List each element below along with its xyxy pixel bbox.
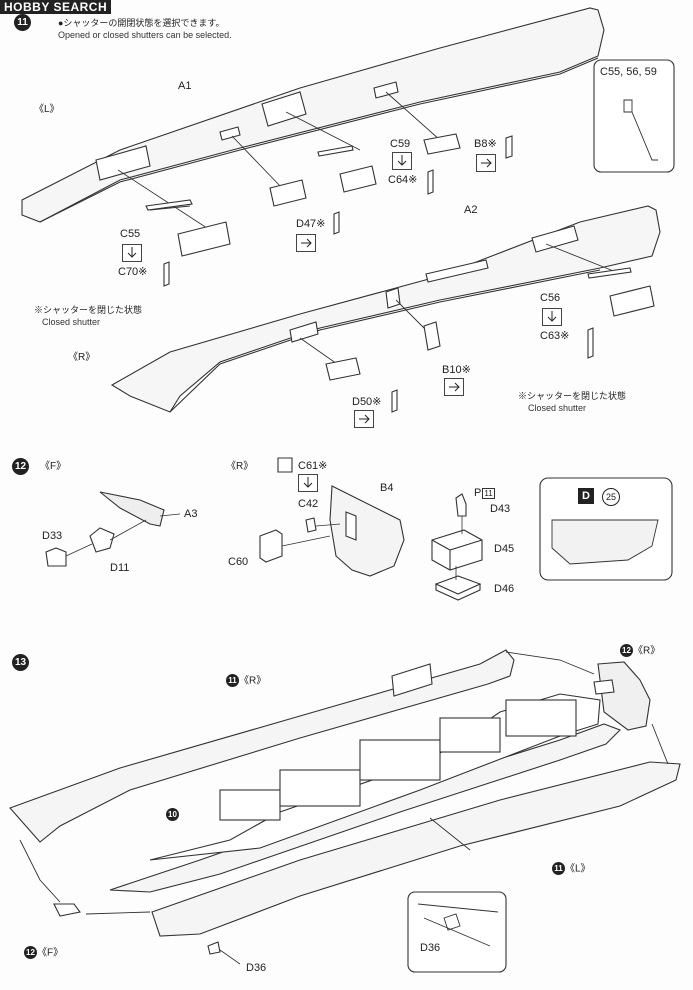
part-label-d36: D36: [246, 962, 267, 974]
a2-arrows: [299, 243, 617, 367]
paint-ref-letter: P: [474, 487, 482, 499]
part-label-c60: C60: [228, 556, 249, 568]
ref-10: 10: [166, 808, 179, 821]
part-c61: [277, 457, 293, 473]
part-label-b10: B10※: [442, 364, 471, 376]
step-number: 13: [12, 654, 29, 671]
note-jp: ●シャッターの開閉状態を選択できます。: [58, 18, 225, 28]
part-d43: [455, 493, 467, 517]
cement-icon: [444, 378, 464, 396]
part-c60: [259, 529, 283, 563]
ref-11-left: 11《L》: [552, 862, 591, 875]
part-c42: [305, 517, 317, 533]
part-label-a3: A3: [184, 508, 198, 520]
cement-icon: [296, 234, 316, 252]
side-label-left: 《L》: [34, 104, 60, 115]
glue-icon: [122, 244, 142, 262]
step-number: 12: [12, 458, 29, 475]
a1-loose-parts: [145, 133, 513, 287]
ref-side: 《L》: [565, 863, 591, 875]
inset-label-d36: D36: [420, 942, 441, 954]
part-d36: [207, 941, 221, 955]
shutter-note-jp-2: ※シャッターを閉じた状態: [518, 391, 627, 401]
part-label-c70: C70※: [118, 266, 148, 278]
ref-11-right: 11《R》: [226, 674, 266, 687]
ref-12-right: 12《R》: [620, 644, 660, 657]
part-label-d46: D46: [494, 583, 515, 595]
part-d33: [45, 543, 93, 567]
ref-step-icon: 12: [24, 946, 37, 959]
part-label-c42: C42: [298, 498, 319, 510]
ref-step-icon: 11: [226, 674, 239, 687]
part-label-c64: C64※: [388, 174, 418, 186]
part-label-d33: D33: [42, 530, 63, 542]
ref-step-icon: 10: [166, 808, 179, 821]
part-label-d50: D50※: [352, 396, 382, 408]
cement-icon: [354, 410, 374, 428]
ref-step-icon: 12: [620, 644, 633, 657]
part-label-a1: A1: [178, 80, 192, 92]
inset-tag: D: [578, 488, 594, 504]
step-number: 11: [14, 14, 31, 31]
part-label-a2: A2: [464, 204, 478, 216]
shutter-note-en: Closed shutter: [42, 317, 101, 327]
shutter-note-en-2: Closed shutter: [528, 403, 587, 413]
part-a3: [99, 491, 181, 527]
hull-side-a1: [21, 7, 605, 223]
side-label-front: 《F》: [40, 461, 67, 472]
hull-assembly: [9, 649, 681, 937]
watermark-logo: HOBBY SEARCH: [0, 0, 112, 14]
a2-loose-parts: [325, 267, 655, 413]
part-d11: [89, 519, 147, 553]
inset-number: 25: [602, 488, 620, 506]
cement-icon: [476, 154, 496, 172]
detail-label: C55, 56, 59: [600, 66, 657, 78]
shutter-note-jp: ※シャッターを閉じた状態: [34, 305, 143, 315]
part-label-c63: C63※: [540, 330, 570, 342]
part-d46: [434, 575, 482, 601]
part-12r-bulkhead: [593, 661, 651, 731]
ref-side: 《R》: [239, 675, 267, 687]
paint-ref-number: 11: [482, 488, 495, 499]
part-b4: [329, 485, 405, 577]
part-d45: [431, 529, 483, 571]
glue-icon: [298, 474, 318, 492]
note-en: Opened or closed shutters can be selecte…: [58, 30, 232, 40]
ref-12-front: 12《F》: [24, 946, 63, 959]
part-label-b8: B8※: [474, 138, 497, 150]
part-label-d45: D45: [494, 543, 515, 555]
part-label-d47: D47※: [296, 218, 326, 230]
part-label-b4: B4: [380, 482, 394, 494]
hull-side-a2: [110, 205, 661, 413]
ref-step-icon: 11: [552, 862, 565, 875]
side-label-rear: 《R》: [226, 461, 254, 472]
part-12f-tip: [53, 903, 81, 917]
part-label-d11: D11: [110, 562, 130, 574]
part-label-d43: D43: [490, 503, 511, 515]
ref-side: 《R》: [633, 645, 661, 657]
side-label-right: 《R》: [68, 352, 96, 363]
step13-arrows: [19, 651, 669, 915]
part-label-c61: C61※: [298, 460, 328, 472]
glue-icon: [392, 152, 412, 170]
part-label-c55: C55: [120, 228, 141, 240]
a1-arrows: [117, 91, 441, 231]
part-label-c56: C56: [540, 292, 561, 304]
glue-icon: [542, 308, 562, 326]
part-label-c59: C59: [390, 138, 411, 150]
ref-side: 《F》: [37, 947, 64, 959]
